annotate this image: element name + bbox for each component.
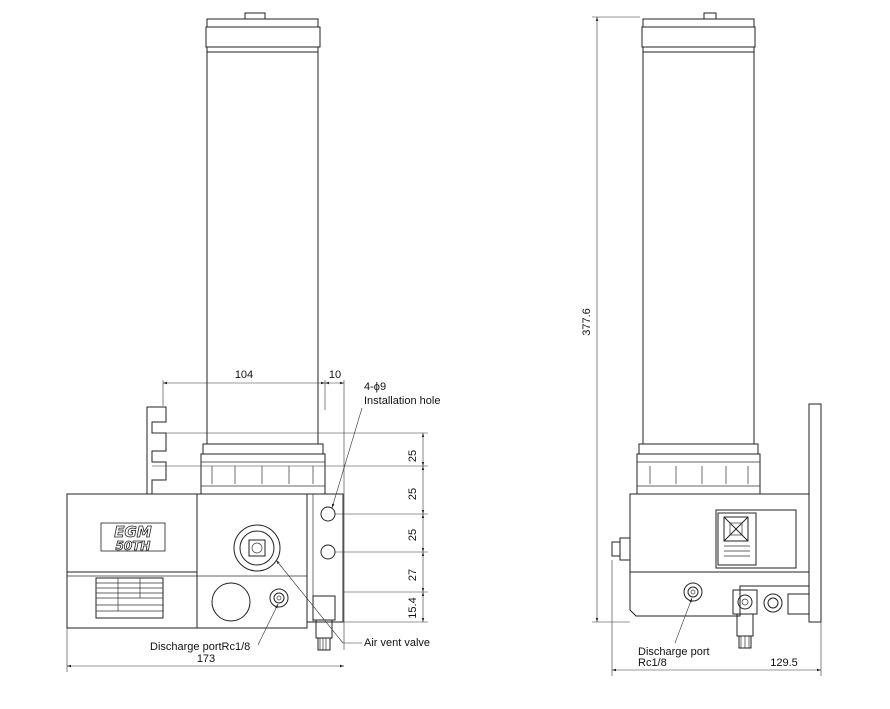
- collar-ribs: [211, 466, 314, 484]
- side-reservoir-cylinder: [642, 46, 755, 445]
- dim-10: 10: [329, 369, 341, 381]
- warning-label: [717, 512, 757, 566]
- discharge-port-front: [269, 588, 289, 608]
- reservoir-cylinder: [206, 46, 319, 445]
- pressure-gauge: [233, 524, 281, 572]
- installation-hole: [320, 506, 336, 522]
- pump-block: [196, 493, 308, 629]
- discharge-port-side: [683, 582, 703, 602]
- dim-104: 104: [235, 369, 253, 381]
- dim-173: 173: [197, 653, 215, 665]
- discharge-port-front-label: Discharge portRc1/8: [150, 641, 250, 653]
- side-bracket-plate: [808, 403, 822, 623]
- air-vent-valve: [312, 595, 336, 651]
- discharge-port-side-label-1: Discharge port: [638, 646, 710, 658]
- dim-25-b: 25: [407, 488, 419, 500]
- installation-hole-size: 4-ϕ9: [364, 381, 386, 393]
- side-mounting-plate: [306, 493, 344, 623]
- dim-25-c: 25: [407, 529, 419, 541]
- side-fittings: [732, 589, 810, 649]
- svg-text:EGM: EGM: [114, 523, 152, 541]
- installation-hole: [320, 544, 336, 560]
- motor-cover: [211, 582, 251, 622]
- dim-377-6: 377.6: [581, 308, 593, 336]
- svg-text:50TH: 50TH: [116, 539, 151, 553]
- dim-27: 27: [407, 569, 419, 581]
- side-body: [629, 493, 810, 573]
- mounting-bracket: [146, 406, 167, 495]
- installation-hole-label: Installation hole: [364, 395, 440, 407]
- dim-15-4: 15.4: [407, 597, 419, 618]
- dim-25-a: 25: [407, 450, 419, 462]
- side-view: 377.6 129.5 Discharge port Rc1/8: [581, 12, 822, 676]
- name-plate: [95, 577, 164, 619]
- discharge-port-side-label-2: Rc1/8: [638, 657, 667, 669]
- dim-129-5: 129.5: [770, 657, 798, 669]
- hole-spacing-dims: 25 25 25 27 15.4: [152, 432, 428, 623]
- air-vent-valve-label: Air vent valve: [364, 637, 430, 649]
- egm-logo: EGM 50TH: [100, 522, 166, 553]
- front-view: EGM 50TH: [66, 12, 440, 672]
